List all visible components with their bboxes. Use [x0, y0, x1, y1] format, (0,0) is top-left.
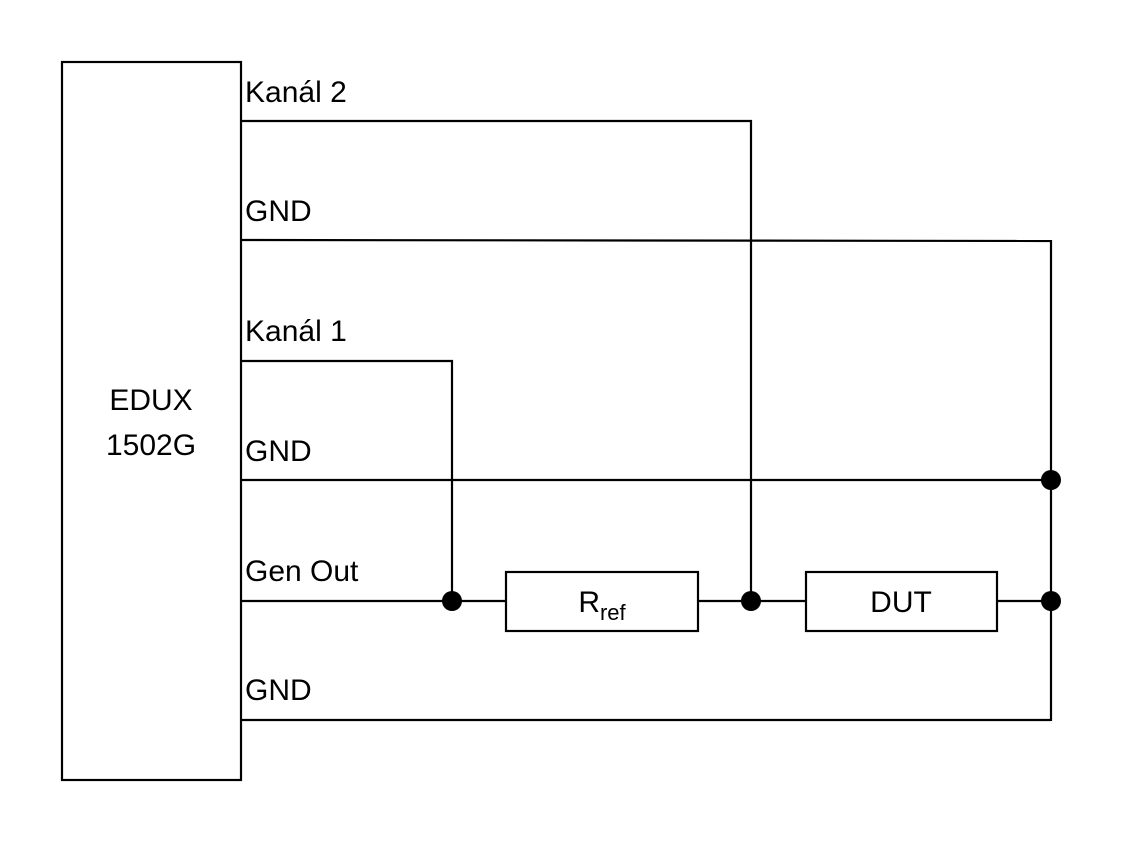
device-name-line1: EDUX: [109, 384, 192, 417]
resistor-subscript: ref: [600, 600, 627, 625]
wire-channel-2: [241, 119, 753, 601]
wire-channel-1: [241, 359, 454, 601]
dut-label: DUT: [870, 586, 932, 619]
pin-label-gen-out: Gen Out: [245, 555, 359, 588]
dut-box: [804, 570, 999, 633]
pin-label-gnd-1: GND: [245, 195, 312, 228]
resistor-symbol: R: [578, 586, 600, 619]
junction-rail-dut: [1041, 591, 1061, 611]
pin-label-gnd-2: GND: [245, 435, 312, 468]
junction-rail-gnd: [1041, 470, 1061, 490]
pin-label-channel-1: Kanál 1: [245, 315, 347, 348]
device-name-line2: 1502G: [106, 429, 196, 462]
pin-label-gnd-3: GND: [245, 674, 312, 707]
pin-label-channel-2: Kanál 2: [245, 76, 347, 109]
junction-rref-dut: [741, 591, 761, 611]
junction-gen-out: [442, 591, 462, 611]
resistor-label: Rref: [578, 586, 626, 625]
device-box: [60, 60, 243, 782]
wire-gnd-1: [240, 238, 1052, 243]
resistor-rref: [504, 570, 700, 633]
